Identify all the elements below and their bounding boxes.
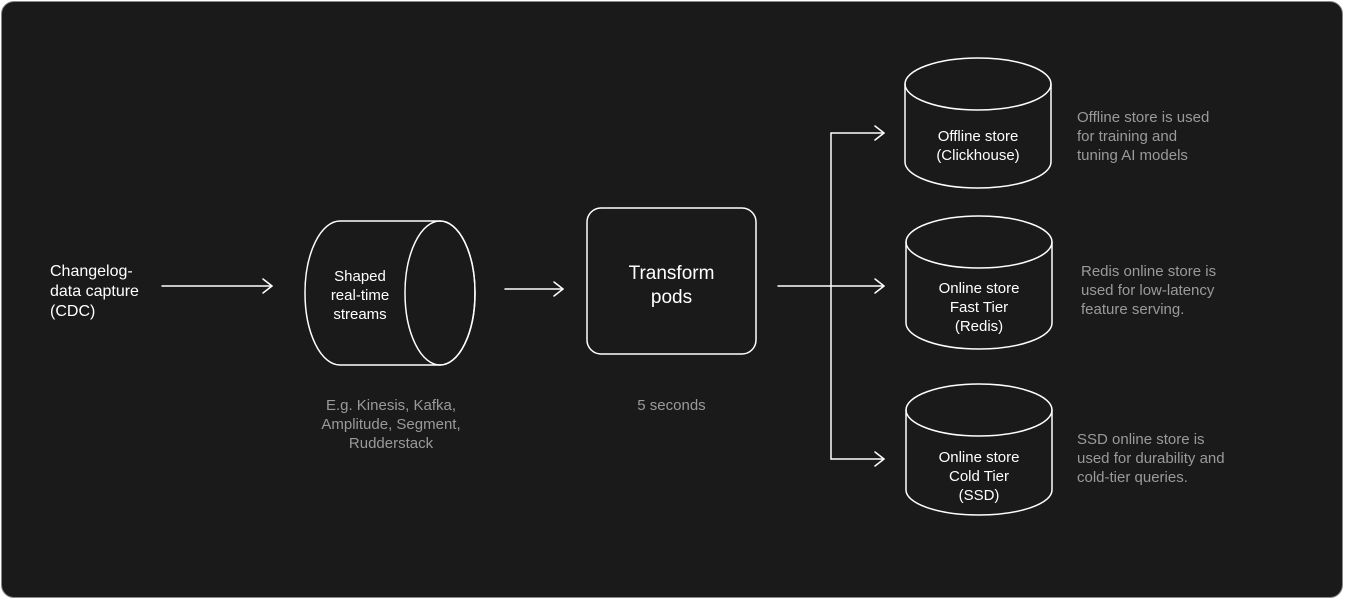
arrow-streams-to-transform <box>504 281 564 297</box>
online-cold-tier-label: Online store Cold Tier (SSD) <box>938 449 1020 504</box>
cdc-label: Changelog- data capture (CDC) <box>50 263 139 320</box>
online-cold-tier-cylinder <box>905 383 1053 516</box>
arrow-cdc-to-streams <box>161 278 273 294</box>
streams-cylinder <box>304 220 476 366</box>
transform-caption: 5 seconds <box>637 397 706 414</box>
offline-store-description: Offline store is used for training and t… <box>1077 109 1210 164</box>
online-fast-tier-label: Online store Fast Tier (Redis) <box>938 280 1020 335</box>
online-fast-tier-cylinder <box>905 215 1053 350</box>
transform-pods-label: Transform pods <box>628 263 715 308</box>
branch-connector <box>777 125 885 467</box>
online-fast-tier-description: Redis online store is used for low-laten… <box>1081 263 1217 318</box>
offline-store-cylinder <box>904 57 1052 189</box>
offline-store-label: Offline store (Clickhouse) <box>936 128 1020 164</box>
online-cold-tier-description: SSD online store is used for durability … <box>1077 431 1225 486</box>
streams-label: Shaped real-time streams <box>330 268 390 323</box>
transform-pods-box <box>586 207 757 355</box>
streams-caption: E.g. Kinesis, Kafka, Amplitude, Segment,… <box>321 397 461 452</box>
